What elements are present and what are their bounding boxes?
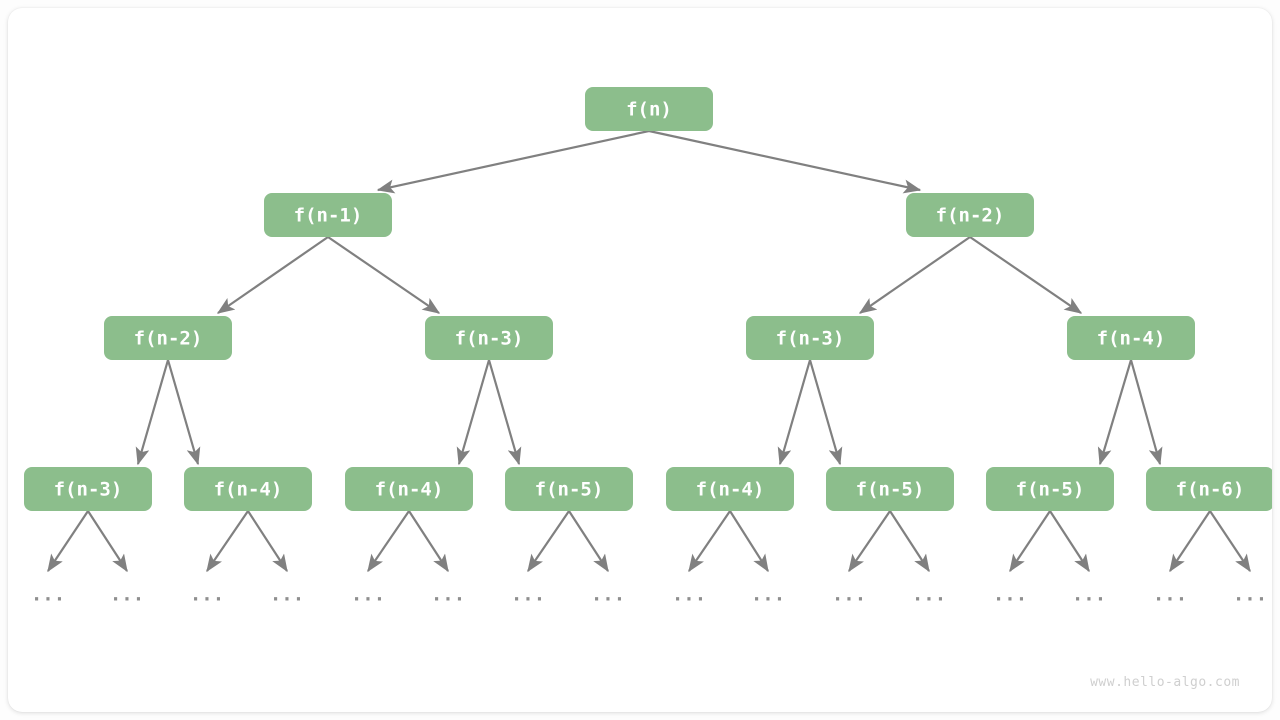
tree-node[interactable]: f(n-5): [505, 467, 633, 511]
tree-edge-leaf: [1209, 510, 1251, 573]
tree-edges: [47, 129, 1251, 573]
tree-node[interactable]: f(n-4): [666, 467, 794, 511]
tree-edge: [777, 359, 812, 466]
tree-node[interactable]: f(n-4): [1067, 316, 1195, 360]
tree-node-label: f(n-6): [1176, 479, 1245, 501]
tree-edge-leaf: [1169, 510, 1211, 573]
tree-node[interactable]: f(n-6): [1146, 467, 1272, 511]
diagram-card: f(n) f(n-1) f(n-2) f(n-2) f(n-3) f(n-3) f(n-4)…: [8, 8, 1272, 712]
tree-edge-leaf: [1009, 510, 1051, 573]
tree-node-box: [666, 467, 794, 511]
tree-ellipsis: ...: [912, 584, 946, 606]
tree-node-label: f(n-5): [535, 479, 604, 501]
tree-node-box: [986, 467, 1114, 511]
tree-node-label: f(n-4): [696, 479, 765, 501]
tree-edge: [487, 359, 522, 466]
tree-node-box: [1067, 316, 1195, 360]
tree-edge: [858, 236, 971, 314]
tree-edge-leaf: [47, 510, 89, 573]
tree-node[interactable]: f(n-4): [184, 467, 312, 511]
tree-node[interactable]: f(n-3): [425, 316, 553, 360]
tree-node-box: [184, 467, 312, 511]
tree-node[interactable]: f(n): [585, 87, 713, 131]
tree-node-label: f(n-4): [214, 479, 283, 501]
tree-node-label: f(n-4): [375, 479, 444, 501]
tree-edge-leaf: [889, 510, 930, 573]
watermark: www.hello-algo.com: [1090, 675, 1240, 690]
tree-ellipsis: ...: [270, 584, 304, 606]
tree-node-box: [505, 467, 633, 511]
tree-node[interactable]: f(n-1): [264, 193, 392, 237]
tree-edge: [1097, 359, 1133, 466]
tree-edge: [216, 236, 329, 314]
tree-node-box: [585, 87, 713, 131]
tree-ellipsis: ...: [190, 584, 224, 606]
tree-edge: [1129, 359, 1163, 466]
tree-edge-leaf: [848, 510, 891, 573]
tree-node[interactable]: f(n-4): [345, 467, 473, 511]
tree-ellipsis: ...: [993, 584, 1027, 606]
tree-ellipsis: ...: [110, 584, 144, 606]
tree-node-label: f(n-4): [1097, 328, 1166, 350]
tree-nodes: f(n) f(n-1) f(n-2) f(n-2) f(n-3) f(n-3) f(n-4)…: [24, 87, 1272, 511]
tree-edge: [135, 359, 170, 466]
tree-ellipsis: ...: [1233, 584, 1267, 606]
tree-node-box: [906, 193, 1034, 237]
tree-node-label: f(n-2): [936, 205, 1005, 227]
tree-node-label: f(n-3): [455, 328, 524, 350]
tree-edge: [648, 129, 922, 194]
tree-edge-leaf: [408, 510, 449, 573]
tree-node-box: [826, 467, 954, 511]
tree-ellipsis-row: ........................................…: [31, 584, 1267, 606]
tree-edge: [969, 236, 1083, 314]
tree-node-box: [104, 316, 232, 360]
tree-edge: [166, 359, 201, 466]
tree-node-box: [1146, 467, 1272, 511]
tree-ellipsis: ...: [31, 584, 65, 606]
tree-ellipsis: ...: [1153, 584, 1187, 606]
tree-node-box: [345, 467, 473, 511]
tree-node-label: f(n-5): [1016, 479, 1085, 501]
tree-node-box: [425, 316, 553, 360]
tree-edge-leaf: [1049, 510, 1090, 573]
tree-ellipsis: ...: [1072, 584, 1106, 606]
tree-node[interactable]: f(n-2): [104, 316, 232, 360]
tree-edge-leaf: [568, 510, 609, 573]
tree-node[interactable]: f(n-3): [746, 316, 874, 360]
tree-ellipsis: ...: [672, 584, 706, 606]
tree-node-label: f(n-1): [294, 205, 363, 227]
tree-node[interactable]: f(n-2): [906, 193, 1034, 237]
tree-node-box: [264, 193, 392, 237]
tree-edge-leaf: [247, 510, 288, 573]
tree-edge-leaf: [688, 510, 731, 573]
tree-node[interactable]: f(n-5): [986, 467, 1114, 511]
tree-node-label: f(n-3): [776, 328, 845, 350]
tree-ellipsis: ...: [832, 584, 866, 606]
tree-edge: [456, 359, 491, 466]
tree-edge: [808, 359, 843, 466]
tree-edge-leaf: [729, 510, 769, 573]
tree-edge: [327, 236, 441, 314]
tree-edge: [376, 129, 650, 194]
tree-edge-leaf: [367, 510, 410, 573]
tree-node-label: f(n-5): [856, 479, 925, 501]
tree-ellipsis: ...: [431, 584, 465, 606]
tree-ellipsis: ...: [591, 584, 625, 606]
tree-ellipsis: ...: [351, 584, 385, 606]
tree-node-box: [24, 467, 152, 511]
tree-node[interactable]: f(n-3): [24, 467, 152, 511]
tree-ellipsis: ...: [511, 584, 545, 606]
tree-node-box: [746, 316, 874, 360]
tree-edge-leaf: [527, 510, 570, 573]
recursion-tree-diagram: f(n) f(n-1) f(n-2) f(n-2) f(n-3) f(n-3) f(n-4)…: [24, 87, 1272, 606]
tree-node[interactable]: f(n-5): [826, 467, 954, 511]
tree-node-label: f(n-2): [134, 328, 203, 350]
tree-edge-leaf: [206, 510, 249, 573]
tree-node-label: f(n-3): [54, 479, 123, 501]
tree-ellipsis: ...: [751, 584, 785, 606]
tree-edge-leaf: [87, 510, 128, 573]
tree-node-label: f(n): [626, 99, 672, 121]
